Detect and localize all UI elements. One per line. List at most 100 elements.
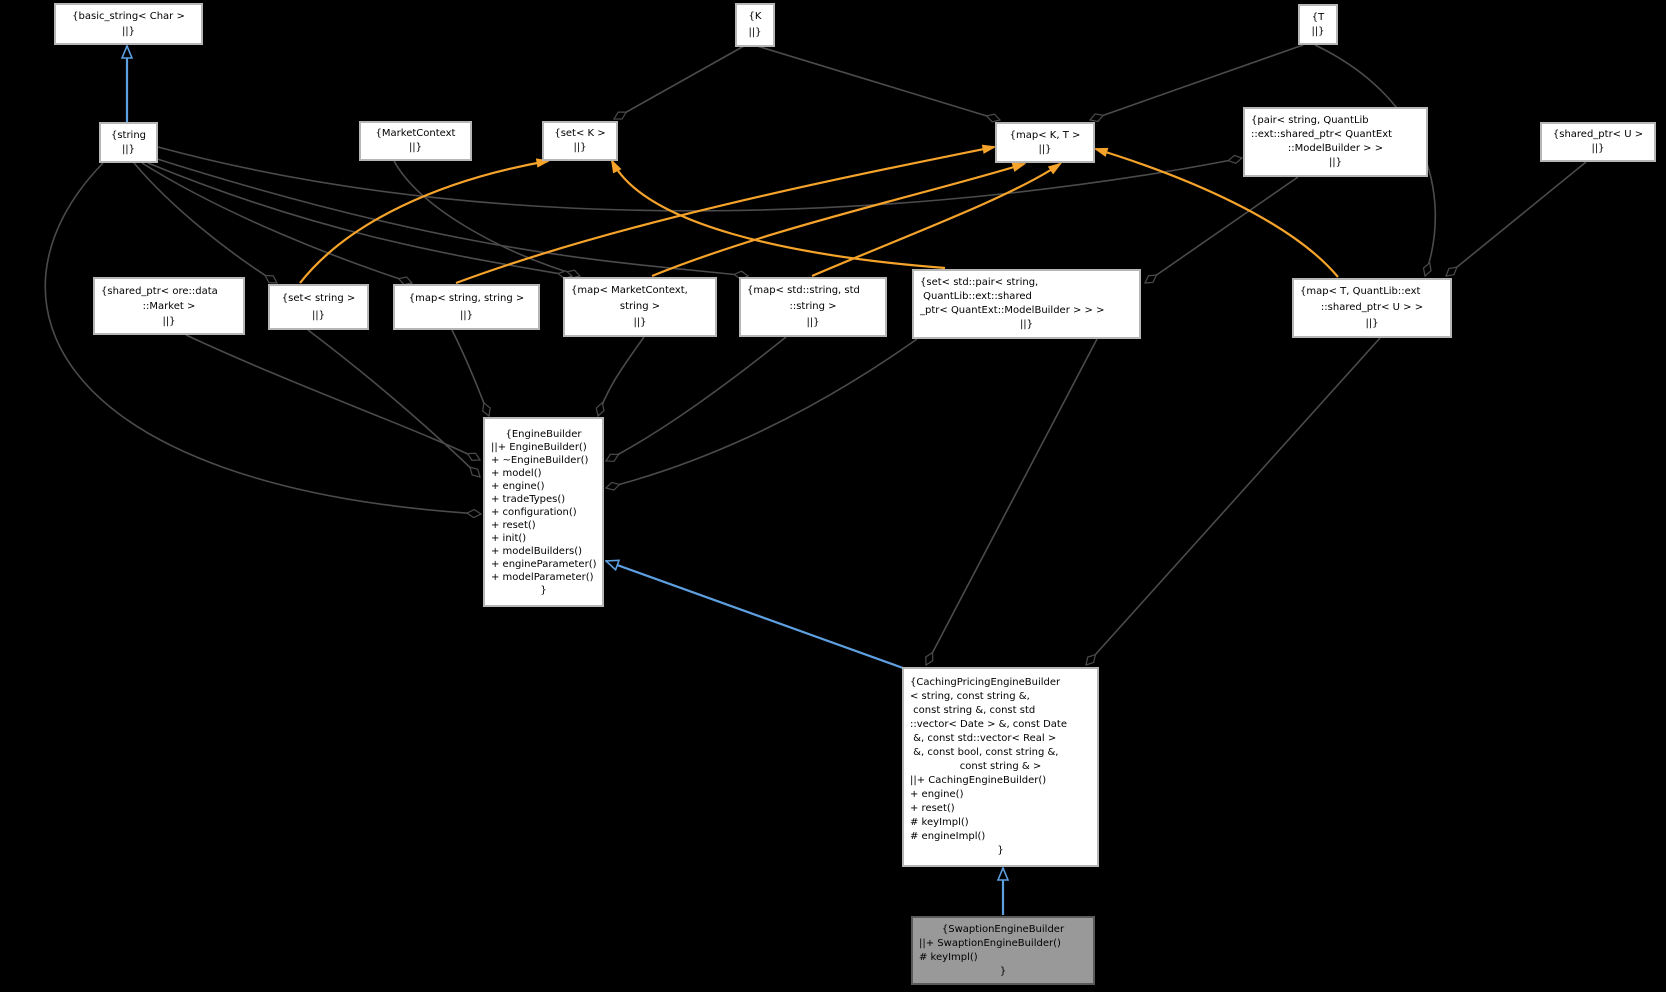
class-node-line: {map< K, T > (1009, 129, 1081, 141)
class-node-line: {EngineBuilder (505, 428, 582, 440)
class-node-shared-ptr-u[interactable]: {shared_ptr< U > ||} (1540, 122, 1656, 162)
class-node-line: ||} (311, 310, 326, 321)
class-node-t[interactable]: {T ||} (1298, 4, 1338, 45)
class-node-line: QuantLib::ext::shared (920, 291, 1032, 302)
edge-aggregation-map-string-string-to-engine-builder (451, 329, 489, 416)
class-node-line: ::shared_ptr< U > > (1320, 302, 1424, 313)
class-node-line: } (999, 965, 1007, 977)
class-node-line: ||} (1038, 143, 1052, 155)
class-node-shared-ptr-market[interactable]: {shared_ptr< ore::data::Market >||} (93, 277, 245, 335)
class-node-line: ||} (408, 142, 423, 153)
class-node-map-t-shared-ptr-u[interactable]: {map< T, QuantLib::ext::shared_ptr< U > … (1292, 278, 1452, 338)
class-node-line: ::vector< Date > &, const Date (910, 719, 1067, 730)
class-node-set-pair-modelbuilder[interactable]: {set< std::pair< string, QuantLib::ext::… (912, 269, 1141, 339)
class-node-line: + reset() (491, 519, 536, 531)
class-node-line: &, const bool, const string &, (910, 747, 1059, 758)
class-node-line: const string &, const std (910, 705, 1036, 716)
class-node-map-k-t[interactable]: {map< K, T > ||} (995, 122, 1095, 163)
class-node-line: {string (110, 129, 147, 141)
class-node-line: ::Market > (142, 300, 196, 312)
edge-aggregation-map-stdstring-stdstring-to-engine-builder (606, 336, 787, 461)
edge-aggregation-set-pair-modelbuilder-to-caching-pricing-engine-builder (926, 338, 1098, 665)
class-node-line: < string, const string &, (910, 691, 1030, 702)
class-node-line: # engineImpl() (910, 831, 986, 842)
class-node-map-string-string[interactable]: {map< string, string >||} (393, 284, 540, 330)
edge-aggregation-string-to-pair-string-modelbuilder (157, 146, 1242, 212)
edge-template-map-marketcontext-string-to-map-k-t (651, 164, 1024, 278)
class-node-line: {shared_ptr< U > (1552, 129, 1644, 140)
class-node-line: + modelBuilders() (491, 545, 583, 557)
class-node-line: _ptr< QuantExt::ModelBuilder > > > (920, 305, 1105, 316)
class-node-line: ||} (1328, 157, 1343, 168)
class-node-line: + configuration() (491, 506, 577, 518)
class-node-string[interactable]: {string||} (99, 122, 158, 163)
class-node-line: + init() (491, 532, 527, 544)
class-node-engine-builder[interactable]: {EngineBuilder||+ EngineBuilder()+ ~Engi… (483, 417, 604, 607)
class-node-line: ||} (573, 142, 587, 153)
class-node-line: ||} (1019, 319, 1034, 330)
class-node-line: + engine() (910, 789, 964, 800)
class-node-set-string[interactable]: {set< string > ||} (268, 284, 369, 330)
class-node-line: + engine() (491, 480, 545, 492)
class-node-line: ::ext::shared_ptr< QuantExt (1251, 129, 1393, 140)
edge-aggregation-k-to-map-k-t (756, 45, 1000, 120)
edge-aggregation-string-to-engine-builder (44, 162, 481, 514)
class-node-line: + model() (491, 467, 542, 479)
class-node-line: ||+ SwaptionEngineBuilder() (919, 937, 1061, 949)
class-node-line: ||} (162, 315, 176, 327)
class-node-line: {map< std::string, std (747, 285, 860, 296)
diagram-edges (44, 44, 1587, 915)
class-node-pair-string-modelbuilder[interactable]: {pair< string, QuantLib::ext::shared_ptr… (1243, 107, 1428, 177)
class-node-line: {map< MarketContext, (571, 285, 688, 296)
class-node-line: ||} (1311, 25, 1325, 37)
class-node-swaption-engine-builder[interactable]: {SwaptionEngineBuilder||+ SwaptionEngine… (911, 916, 1095, 985)
class-node-map-stdstring-stdstring[interactable]: {map< std::string, std::string >||} (739, 277, 887, 337)
edge-aggregation-shared-ptr-u-to-map-t-shared-ptr-u (1446, 161, 1587, 276)
class-node-line: {pair< string, QuantLib (1251, 115, 1369, 126)
class-node-line: ||+ EngineBuilder() (491, 441, 587, 453)
edge-aggregation-pair-string-modelbuilder-to-set-pair-modelbuilder (1145, 176, 1299, 283)
class-node-line: ||} (1591, 143, 1605, 154)
class-node-line: {set< K > (554, 128, 606, 139)
class-node-line: const string & > (959, 761, 1042, 772)
class-node-set-k[interactable]: {set< K > ||} (542, 121, 618, 161)
class-node-line: + engineParameter() (491, 558, 597, 570)
class-node-line: {basic_string< Char > (72, 11, 185, 22)
class-node-line: # keyImpl() (910, 817, 969, 828)
class-node-line: ||} (806, 317, 820, 328)
class-node-line: {T (1311, 11, 1325, 23)
edge-template-set-pair-modelbuilder-to-set-k (612, 161, 946, 270)
class-node-line: {set< string > (281, 293, 356, 304)
class-node-line: + tradeTypes() (491, 493, 566, 505)
class-node-line: + ~EngineBuilder() (491, 454, 589, 466)
class-node-market-context[interactable]: {MarketContext ||} (359, 121, 472, 161)
class-node-k[interactable]: {K||} (735, 3, 775, 47)
class-node-map-marketcontext-string[interactable]: {map< MarketContext, string > ||} (563, 277, 717, 337)
class-node-line: + reset() (910, 803, 955, 814)
class-node-line: ||} (121, 26, 136, 37)
class-node-line: {map< T, QuantLib::ext (1300, 286, 1421, 297)
class-node-line: ::ModelBuilder > > (1287, 143, 1384, 154)
class-node-line: &, const std::vector< Real > (910, 733, 1057, 744)
edge-aggregation-map-marketcontext-string-to-engine-builder (598, 336, 645, 416)
class-node-line: {shared_ptr< ore::data (101, 285, 218, 297)
edge-aggregation-k-to-set-k (614, 45, 745, 120)
class-node-basic-string[interactable]: {basic_string< Char > ||} (54, 3, 203, 45)
class-node-line: ||} (633, 317, 647, 328)
class-node-line: } (540, 584, 547, 596)
edge-template-map-string-string-to-map-k-t (455, 147, 994, 285)
edge-inheritance-caching-pricing-engine-builder-to-engine-builder (606, 561, 904, 670)
class-node-line: {MarketContext (375, 128, 456, 139)
edge-aggregation-string-to-map-string-string (141, 162, 412, 283)
class-node-caching-pricing-engine-builder[interactable]: {CachingPricingEngineBuilder< string, co… (902, 667, 1099, 867)
edge-template-map-t-shared-ptr-u-to-map-k-t (1096, 149, 1339, 278)
edge-aggregation-t-to-map-k-t (1090, 44, 1304, 120)
class-node-line: {K (748, 11, 762, 22)
class-node-line: {map< string, string > (408, 293, 525, 304)
edge-aggregation-string-to-set-string (133, 162, 277, 284)
edge-aggregation-set-string-to-engine-builder (307, 329, 480, 477)
class-node-line: string > (619, 301, 661, 312)
edge-aggregation-string-to-map-marketcontext-string (147, 162, 572, 276)
edge-aggregation-market-context-to-map-marketcontext-string (393, 160, 580, 276)
